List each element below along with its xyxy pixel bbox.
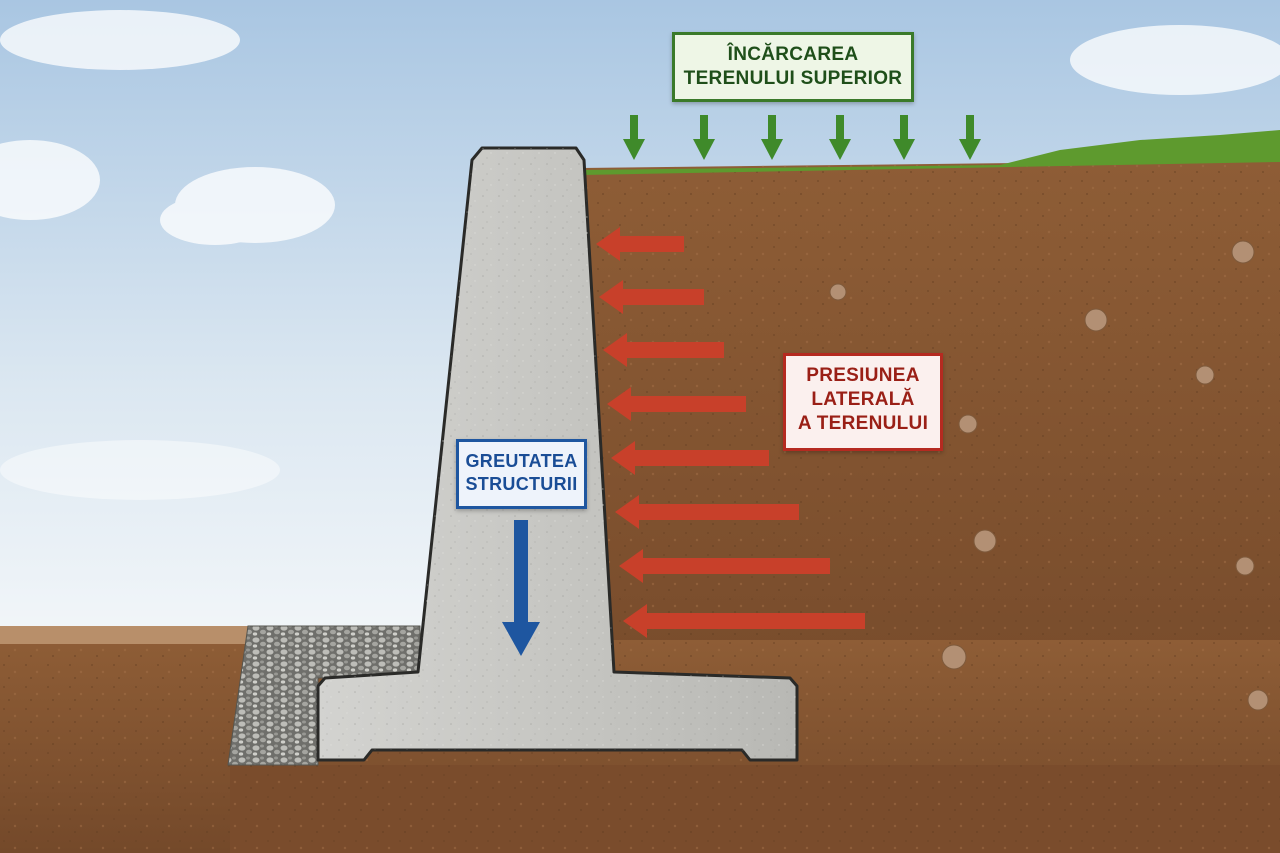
soil-stones [829, 240, 1269, 711]
arrow-left-icon [611, 441, 769, 475]
arrow-down-icon [623, 115, 645, 160]
clouds [0, 10, 1280, 500]
arrow-down-icon [959, 115, 981, 160]
gravel-drainage [227, 625, 421, 766]
front-ground-surface [0, 626, 248, 644]
pressure-label-line-3: A TERENULUI [797, 412, 929, 434]
arrow-left-icon [596, 227, 684, 261]
arrow-down-icon [893, 115, 915, 160]
arrow-left-icon [599, 280, 704, 314]
surcharge-label-line-2: TERENULUI SUPERIOR [683, 67, 903, 89]
structure-weight-label: GREUTATEA STRUCTURII [456, 439, 587, 509]
lateral-pressure-label: PRESIUNEA LATERALĂ A TERENULUI [783, 353, 943, 451]
weight-label-line-1: GREUTATEA [465, 451, 578, 471]
arrow-down-icon [829, 115, 851, 160]
surcharge-label: ÎNCĂRCAREA TERENULUI SUPERIOR [672, 32, 914, 102]
weight-label-line-2: STRUCTURII [465, 473, 578, 494]
arrow-down-icon [502, 520, 540, 656]
arrow-left-icon [603, 333, 724, 367]
arrow-left-icon [607, 387, 746, 421]
lateral-pressure-arrows [596, 227, 865, 638]
surcharge-label-line-1: ÎNCĂRCAREA [727, 44, 859, 65]
arrow-down-icon [693, 115, 715, 160]
arrow-left-icon [615, 495, 799, 529]
grass-surface [582, 130, 1280, 175]
arrow-left-icon [619, 549, 830, 583]
pressure-label-line-1: PRESIUNEA [806, 365, 920, 386]
surcharge-arrows [623, 115, 981, 160]
pressure-label-line-2: LATERALĂ [811, 388, 915, 410]
arrow-down-icon [761, 115, 783, 160]
arrow-left-icon [623, 604, 865, 638]
